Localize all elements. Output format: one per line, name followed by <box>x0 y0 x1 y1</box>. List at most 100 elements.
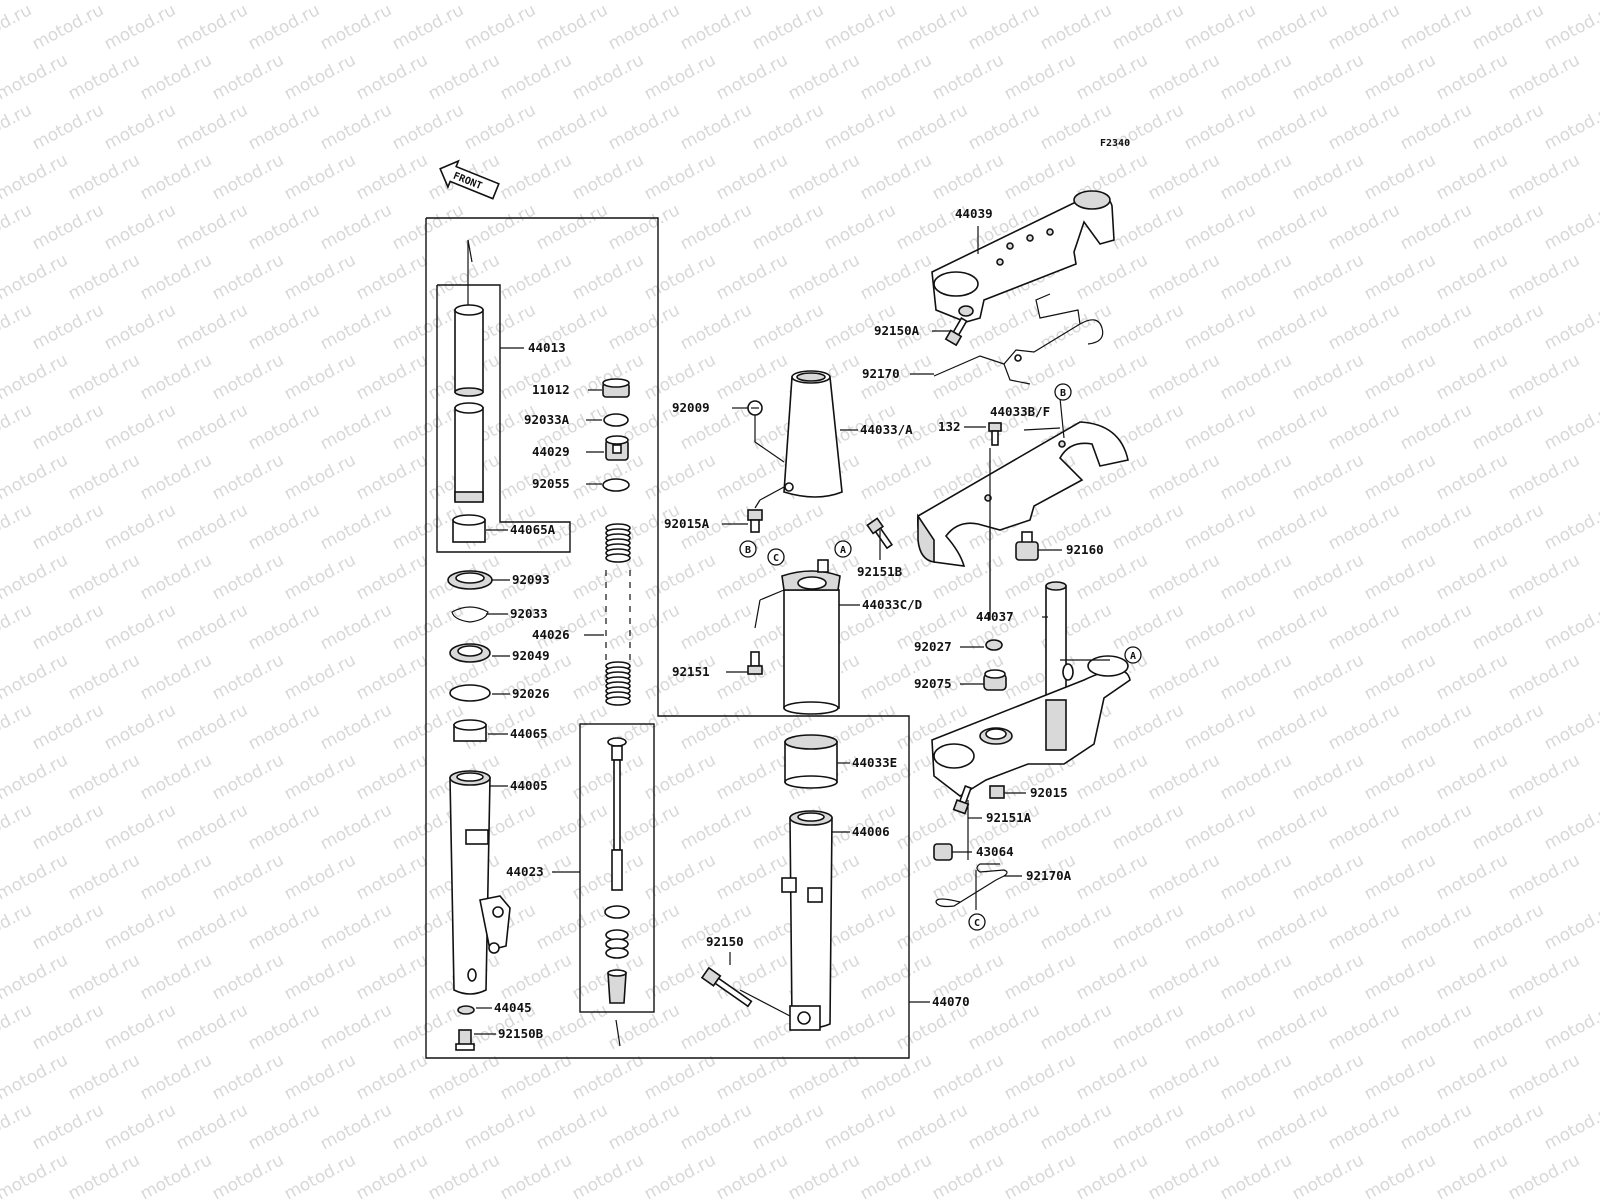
watermark-text: motod.ru <box>1541 200 1600 254</box>
watermark-text: motod.ru <box>821 100 899 154</box>
watermark-text: motod.ru <box>1541 800 1600 854</box>
watermark-text: motod.ru <box>0 700 35 754</box>
watermark-text: motod.ru <box>461 100 539 154</box>
watermark-text: motod.ru <box>137 650 215 704</box>
watermark-text: motod.ru <box>1001 950 1079 1004</box>
watermark-text: motod.ru <box>65 850 143 904</box>
watermark-text: motod.ru <box>965 100 1043 154</box>
watermark-text: motod.ru <box>1145 1050 1223 1104</box>
nut-92015-part <box>989 785 1005 799</box>
watermark-text: motod.ru <box>1433 50 1511 104</box>
watermark-text: motod.ru <box>1145 650 1223 704</box>
watermark-text: motod.ru <box>1181 0 1259 54</box>
fork-cover-upper-part <box>783 370 843 498</box>
watermark-text: motod.ru <box>677 100 755 154</box>
watermark-text: motod.ru <box>353 50 431 104</box>
watermark-text: motod.ru <box>137 850 215 904</box>
spring-part <box>605 523 631 706</box>
watermark-text: motod.ru <box>1397 400 1475 454</box>
watermark-text: motod.ru <box>1109 600 1187 654</box>
label-44033A: 44033/A <box>860 422 913 437</box>
ring-part <box>603 413 629 427</box>
label-43064: 43064 <box>976 844 1014 859</box>
watermark-text: motod.ru <box>317 0 395 54</box>
watermark-text: motod.ru <box>1037 1100 1115 1154</box>
ref-circle-c-mid: C <box>767 548 785 566</box>
watermark-text: motod.ru <box>1505 350 1583 404</box>
watermark-text: motod.ru <box>209 950 287 1004</box>
label-92150: 92150 <box>706 934 744 949</box>
watermark-text: motod.ru <box>497 1150 575 1200</box>
watermark-text: motod.ru <box>137 50 215 104</box>
bushing-part <box>452 514 486 543</box>
watermark-text: motod.ru <box>1217 150 1295 204</box>
bolt-92150A-part <box>944 317 968 347</box>
watermark-text: motod.ru <box>1217 0 1295 4</box>
watermark-text: motod.ru <box>785 1150 863 1200</box>
watermark-text: motod.ru <box>173 300 251 354</box>
watermark-text: motod.ru <box>605 200 683 254</box>
watermark-text: motod.ru <box>317 500 395 554</box>
label-44070: 44070 <box>932 994 970 1009</box>
watermark-text: motod.ru <box>0 500 35 554</box>
steering-stem-part <box>931 581 1131 797</box>
watermark-text: motod.ru <box>1433 450 1511 504</box>
watermark-text: motod.ru <box>137 450 215 504</box>
watermark-text: motod.ru <box>677 800 755 854</box>
watermark-text: motod.ru <box>281 450 359 504</box>
handlebar-bracket-part <box>931 190 1115 323</box>
watermark-text: motod.ru <box>1181 900 1259 954</box>
watermark-text: motod.ru <box>1505 250 1583 304</box>
watermark-text: motod.ru <box>1073 50 1151 104</box>
watermark-text: motod.ru <box>317 900 395 954</box>
watermark-text: motod.ru <box>1469 1100 1547 1154</box>
watermark-text: motod.ru <box>533 800 611 854</box>
watermark-text: motod.ru <box>533 0 611 54</box>
watermark-text: motod.ru <box>677 1000 755 1054</box>
watermark-text: motod.ru <box>209 150 287 204</box>
washer-92027-part <box>985 639 1003 651</box>
watermark-text: motod.ru <box>641 750 719 804</box>
watermark-text: motod.ru <box>317 400 395 454</box>
watermark-text: motod.ru <box>1469 500 1547 554</box>
watermark-text: motod.ru <box>1505 950 1583 1004</box>
watermark-text: motod.ru <box>1001 0 1079 4</box>
watermark-text: motod.ru <box>209 550 287 604</box>
watermark-text: motod.ru <box>1397 900 1475 954</box>
watermark-text: motod.ru <box>1289 50 1367 104</box>
watermark-text: motod.ru <box>29 900 107 954</box>
watermark-text: motod.ru <box>281 550 359 604</box>
watermark-text: motod.ru <box>0 850 71 904</box>
watermark-text: motod.ru <box>1073 550 1151 604</box>
watermark-text: motod.ru <box>0 1100 35 1154</box>
watermark-text: motod.ru <box>137 350 215 404</box>
watermark-text: motod.ru <box>29 600 107 654</box>
watermark-text: motod.ru <box>1397 100 1475 154</box>
svg-text:B: B <box>745 545 751 556</box>
watermark-text: motod.ru <box>1361 350 1439 404</box>
label-44013: 44013 <box>528 340 566 355</box>
watermark-text: motod.ru <box>281 750 359 804</box>
watermark-text: motod.ru <box>281 1150 359 1200</box>
watermark-text: motod.ru <box>389 100 467 154</box>
watermark-text: motod.ru <box>749 0 827 54</box>
label-44005: 44005 <box>510 778 548 793</box>
damper-box <box>579 723 655 1013</box>
watermark-text: motod.ru <box>29 1100 107 1154</box>
left-fork-box <box>425 217 910 1059</box>
watermark-text: motod.ru <box>893 900 971 954</box>
watermark-text: motod.ru <box>533 900 611 954</box>
damper-rod-part <box>604 737 630 1004</box>
watermark-text: motod.ru <box>1397 1100 1475 1154</box>
watermark-text: motod.ru <box>425 1150 503 1200</box>
watermark-text: motod.ru <box>101 600 179 654</box>
watermark-text: motod.ru <box>65 150 143 204</box>
label-92049: 92049 <box>512 648 550 663</box>
nut-92015A-part <box>747 509 763 533</box>
watermark-text: motod.ru <box>1253 600 1331 654</box>
watermark-text: motod.ru <box>461 1100 539 1154</box>
watermark-text: motod.ru <box>1325 500 1403 554</box>
watermark-text: motod.ru <box>353 350 431 404</box>
watermark-text: motod.ru <box>605 100 683 154</box>
